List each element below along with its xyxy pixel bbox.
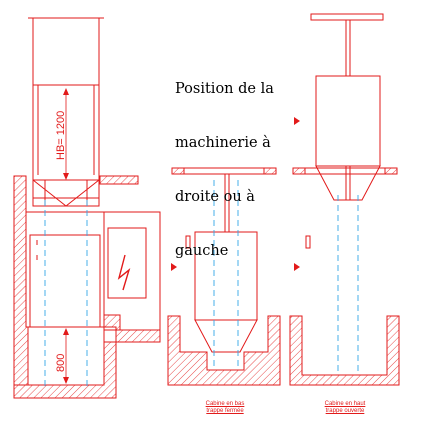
- right-cabin: [315, 75, 381, 167]
- right-pit: [289, 315, 400, 386]
- right-view: [289, 13, 400, 386]
- shaft-wall-right-lower: [103, 314, 161, 343]
- middle-axes: [213, 180, 239, 370]
- machinery-position-caption: Position de la machinerie à droite ou à …: [175, 44, 274, 278]
- caption-line-4: gauche: [175, 243, 229, 259]
- floor-slab-right: [99, 175, 139, 185]
- pit-dimension-label: 800: [55, 354, 67, 372]
- pit-left: [27, 326, 105, 386]
- middle-pit: [167, 315, 281, 386]
- left-axes: [44, 200, 88, 390]
- right-lower-arrow-icon: [294, 263, 300, 271]
- legend-cabin-down: Cabine en bas trappe fermée: [190, 401, 260, 415]
- right-axes: [337, 195, 359, 375]
- right-upper-arrow-icon: [294, 117, 300, 125]
- left-dimensions: HB= 1200 800: [55, 88, 69, 384]
- trapdoor-frame: [32, 179, 100, 207]
- middle-view: [167, 167, 281, 386]
- caption-line-2: machinerie à: [175, 135, 271, 151]
- right-top-beam: [310, 13, 384, 21]
- middle-trapdoor-cone: [194, 319, 258, 353]
- legend-cabin-up-line1: Cabine en haut: [324, 401, 366, 407]
- caption-line-1: Position de la: [175, 81, 274, 97]
- legend-cabin-down-line1: Cabine en bas: [205, 401, 245, 407]
- legend-cabin-up-line2: trappe ouverte: [325, 408, 365, 414]
- legend-cabin-down-line2: trappe fermée: [206, 408, 244, 414]
- control-cabinet: [107, 227, 147, 299]
- caption-line-3: droite ou à: [175, 189, 255, 205]
- side-box: [103, 211, 161, 331]
- cabin-left: [25, 211, 105, 328]
- left-view: [13, 17, 161, 399]
- height-dimension-label: HB= 1200: [55, 111, 67, 160]
- middle-arrow-icon: [171, 263, 177, 271]
- legend-cabin-up: Cabine en haut trappe ouverte: [310, 401, 380, 415]
- right-trapdoor-cone: [315, 165, 381, 201]
